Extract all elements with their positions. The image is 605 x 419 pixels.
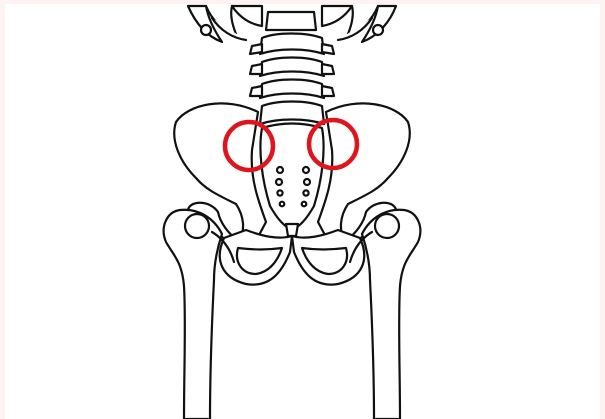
sacrum	[260, 124, 323, 237]
illustration-canvas	[5, 4, 600, 419]
skeleton-illustration	[5, 4, 600, 419]
pubic-region	[220, 230, 364, 285]
lumbar-spine	[250, 12, 334, 124]
